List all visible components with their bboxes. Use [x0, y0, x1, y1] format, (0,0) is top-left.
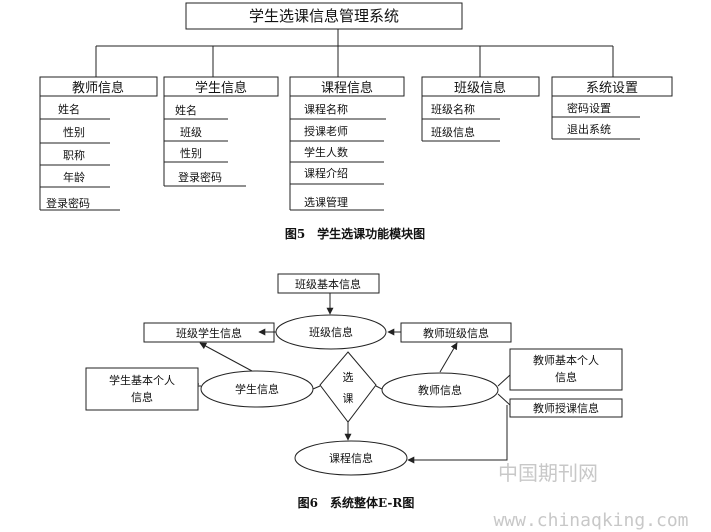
er-label: 班级基本信息 — [295, 277, 361, 291]
er-label: 教师基本个人 — [533, 353, 599, 367]
module-item: 性别 — [63, 125, 85, 139]
er-arrow — [199, 342, 253, 372]
er-label: 选 — [343, 371, 354, 384]
module-item: 年龄 — [63, 170, 85, 184]
figure-caption-5: 图5 学生选课功能模块图 — [285, 226, 425, 241]
system-title: 学生选课信息管理系统 — [249, 7, 399, 25]
module-item: 课程名称 — [304, 102, 348, 116]
er-label: 课程信息 — [329, 451, 373, 465]
er-label: 学生信息 — [235, 382, 279, 396]
module-box-settings — [551, 76, 673, 97]
module-item: 密码设置 — [567, 101, 611, 115]
module-item: 班级名称 — [431, 102, 475, 116]
er-label: 教师班级信息 — [423, 326, 489, 340]
er-label: 教师授课信息 — [533, 401, 599, 415]
er-relation-select — [319, 351, 377, 423]
module-item: 学生人数 — [304, 145, 348, 159]
er-box-student-basic — [85, 367, 199, 411]
er-diagram: 班级基本信息 班级信息 班级学生信息 教师班级信息 学生基本个人 信息 学生信息… — [85, 273, 623, 476]
system-title-box — [185, 2, 463, 30]
module-tree: 学生选课信息管理系统 教师信息 姓名 性别 职称 年龄 登录密码 学生信息 姓名… — [39, 2, 673, 211]
module-item: 姓名 — [175, 103, 197, 117]
er-label: 学生基本个人 — [109, 373, 175, 387]
module-box-class — [421, 76, 540, 97]
er-label: 班级学生信息 — [176, 326, 242, 340]
module-item: 选课管理 — [304, 195, 348, 209]
er-arrow — [439, 342, 458, 373]
er-box-teacher-teach — [509, 398, 623, 418]
module-box-teacher — [39, 76, 158, 97]
er-label: 教师信息 — [418, 383, 462, 397]
module-label: 班级信息 — [454, 80, 506, 96]
module-item: 班级 — [180, 126, 202, 139]
module-label: 课程信息 — [321, 80, 373, 96]
er-box-class-basic — [277, 273, 380, 294]
module-item: 退出系统 — [567, 122, 611, 136]
er-connector — [312, 385, 321, 390]
er-arrow — [407, 405, 508, 464]
watermark-cn: 中国期刊网 — [498, 461, 598, 485]
er-entity-course-info — [294, 440, 408, 476]
module-item: 班级信息 — [431, 125, 475, 139]
module-box-student — [163, 76, 279, 97]
module-label: 教师信息 — [72, 80, 124, 96]
er-label: 班级信息 — [309, 325, 353, 339]
module-item: 授课老师 — [304, 124, 348, 138]
er-connector — [375, 385, 383, 390]
er-box-teacher-basic — [509, 348, 623, 391]
module-box-course — [289, 76, 405, 97]
er-connector — [497, 374, 511, 387]
er-entity-teacher-info — [381, 372, 499, 408]
watermark-url: www.chinaqking.com — [493, 510, 688, 531]
module-label: 学生信息 — [195, 80, 247, 96]
module-item: 姓名 — [58, 102, 80, 116]
er-connector — [497, 393, 511, 406]
er-label: 信息 — [131, 390, 153, 404]
er-label: 信息 — [555, 370, 577, 384]
module-item: 登录密码 — [178, 170, 222, 184]
er-label: 课 — [343, 392, 354, 405]
module-item: 课程介绍 — [304, 166, 348, 180]
figure-caption-6: 图6 系统整体E-R图 — [298, 495, 415, 510]
module-item: 登录密码 — [46, 196, 90, 210]
module-label: 系统设置 — [586, 81, 638, 96]
module-item: 性别 — [180, 146, 202, 160]
module-item: 职称 — [63, 148, 85, 162]
